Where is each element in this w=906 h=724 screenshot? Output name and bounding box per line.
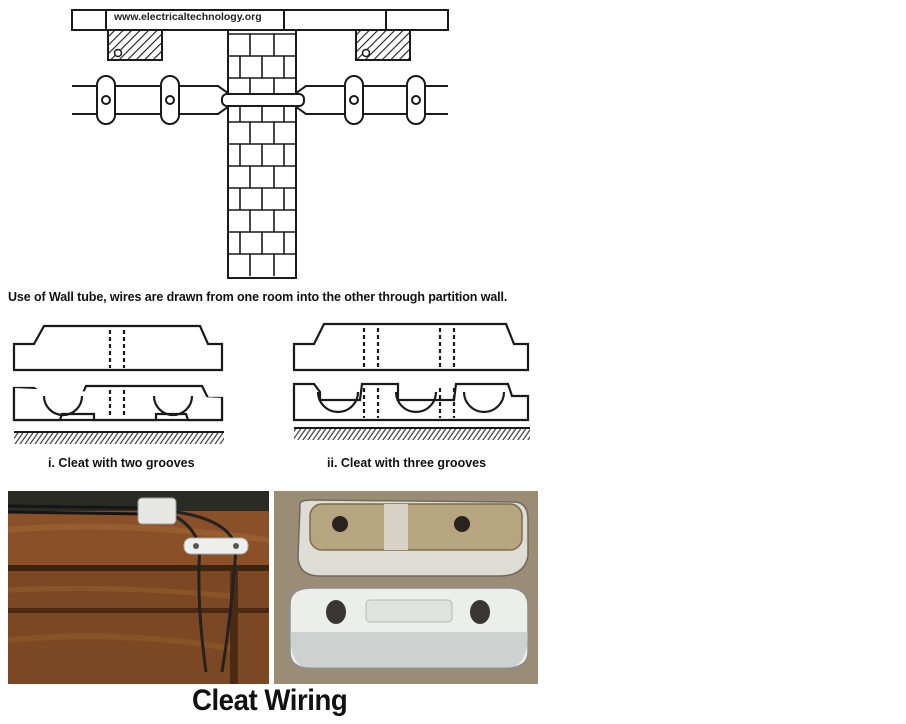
cleat-three-grooves-drawing bbox=[292, 322, 530, 422]
cleat-wiring-photo bbox=[7, 491, 270, 684]
cleat-screw bbox=[101, 95, 111, 105]
watermark-text: www.electricaltechnology.org bbox=[114, 11, 262, 23]
cleat-screw bbox=[411, 95, 421, 105]
porcelain-cleats-photo bbox=[274, 491, 538, 684]
ceiling-beam bbox=[71, 9, 449, 31]
cleat-wiring-title: Cleat Wiring bbox=[192, 684, 348, 717]
cleat-two-grooves-caption: i. Cleat with two grooves bbox=[48, 456, 195, 470]
cleat-screw bbox=[165, 95, 175, 105]
wire-cleats bbox=[96, 75, 426, 125]
wall-tube-caption: Use of Wall tube, wires are drawn from o… bbox=[8, 290, 508, 304]
brick-pattern bbox=[228, 33, 296, 276]
ground-surface-two bbox=[14, 432, 224, 444]
wall-tube bbox=[221, 93, 305, 107]
cleat-screw bbox=[349, 95, 359, 105]
right-wood-block bbox=[355, 29, 411, 61]
left-wood-block bbox=[107, 29, 163, 61]
ground-surface-three bbox=[294, 428, 530, 440]
cleat-two-grooves-drawing bbox=[12, 324, 224, 422]
cleat-three-grooves-caption: ii. Cleat with three grooves bbox=[327, 456, 487, 470]
